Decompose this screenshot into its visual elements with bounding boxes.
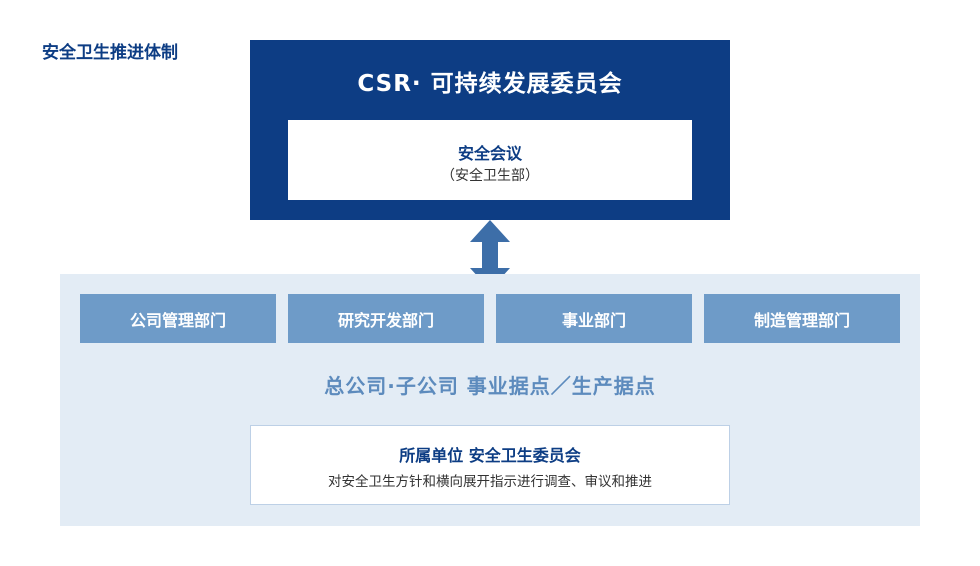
dept-corporate-management: 公司管理部门 [80,294,276,343]
sites-label: 总公司·子公司 事业据点／生产据点 [324,374,656,398]
dept-manufacturing-management: 制造管理部门 [704,294,900,343]
meeting-title: 安全会议 [457,144,522,163]
committee-title: CSR· 可持续发展委员会 [357,71,623,97]
meeting-subtitle: （安全卫生部） [441,168,539,184]
dept-business: 事业部门 [496,294,692,343]
local-committee-title: 所属单位 安全卫生委员会 [399,446,581,465]
page-title: 安全卫生推进体制 [42,43,178,63]
operations-panel: 公司管理部门 研究开发部门 事业部门 制造管理部门 总公司·子公司 事业据点／生… [60,274,920,526]
local-committee-description: 对安全卫生方针和横向展开指示进行调查、审议和推进 [328,474,652,490]
local-committee-box: 所属单位 安全卫生委员会 对安全卫生方针和横向展开指示进行调查、审议和推进 [250,425,730,505]
csr-committee-box: CSR· 可持续发展委员会 安全会议 （安全卫生部） [250,40,730,220]
safety-meeting-box: 安全会议 （安全卫生部） [288,120,692,200]
dept-research-development: 研究开发部门 [288,294,484,343]
double-arrow-icon [470,220,510,290]
